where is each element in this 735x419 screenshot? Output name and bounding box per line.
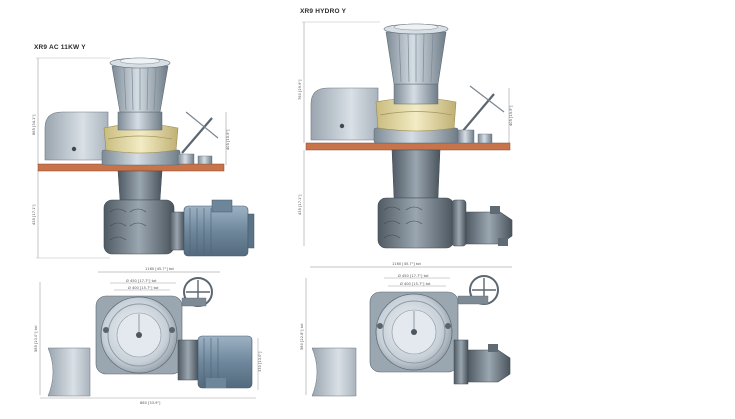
- left-gearbox: [103, 199, 175, 255]
- left-plan-width-dim: 1160 [45.7"] tot: [145, 267, 174, 271]
- left-electric-motor: [183, 205, 249, 257]
- right-hood-plan: [311, 347, 357, 397]
- right-handle-height-dim: 405 [15.9"]: [509, 105, 513, 126]
- right-total-height-dim: 760 [29.9"]: [298, 79, 302, 100]
- left-handle-height-dim: 405 [15.9"]: [226, 129, 230, 150]
- left-column: [117, 170, 163, 201]
- right-circle-inner-dim: Ø 400 [15.7"] tot: [400, 281, 431, 286]
- right-deck-plate: [305, 142, 511, 151]
- right-gearbox: [377, 197, 455, 249]
- left-chain-hood: [44, 111, 109, 161]
- left-hood-bolt: [71, 146, 77, 152]
- left-plan-view: 1160 [45.7"] tot Ø 450 [17.7"] tot Ø 400…: [34, 267, 262, 405]
- left-stopper-lever: [181, 117, 213, 154]
- right-model-title: XR9 HYDRO Y: [300, 8, 347, 15]
- right-stopper-lever: [461, 93, 495, 133]
- right-plan-width-dim: 1160 [45.7"] tot: [392, 262, 421, 266]
- right-circle-outer-dim: Ø 450 [17.7"] tot: [398, 273, 429, 278]
- left-model-title: XR9 AC 11KW Y: [34, 44, 86, 51]
- left-hood-plan: [47, 347, 91, 397]
- left-circle-inner-dim: Ø 400 [15.7"] tot: [128, 285, 159, 290]
- right-plan-view: 1160 [45.7"] tot Ø 450 [17.7"] tot Ø 400…: [300, 262, 512, 397]
- right-column: [391, 149, 441, 199]
- left-side-dim: 330 [13.0"]: [258, 351, 262, 372]
- left-below-deck-dim: 435 [17.1"]: [32, 204, 36, 225]
- left-base-width-dim: 860 [33.9"]: [140, 401, 161, 405]
- left-total-height-dim: 865 [34.1"]: [32, 114, 36, 135]
- right-hydraulic-motor-plan: [467, 349, 511, 383]
- left-circle-outer-dim: Ø 450 [17.7"] tot: [126, 278, 157, 283]
- right-below-deck-dim: 435 [17.1"]: [298, 194, 302, 215]
- right-chain-hood: [310, 87, 379, 141]
- left-plan-depth-dim: 585 [23.0"] tot: [34, 325, 38, 352]
- right-hydraulic-flange: [451, 199, 467, 247]
- left-elevation-view: 865 [34.1"] 435 [17.1"] 405 [15.9"]: [32, 57, 255, 259]
- right-plan-depth-dim: 580 [22.8"] tot: [300, 323, 304, 350]
- right-elevation-view: 760 [29.9"] 435 [17.1"] 405 [15.9"]: [298, 21, 513, 249]
